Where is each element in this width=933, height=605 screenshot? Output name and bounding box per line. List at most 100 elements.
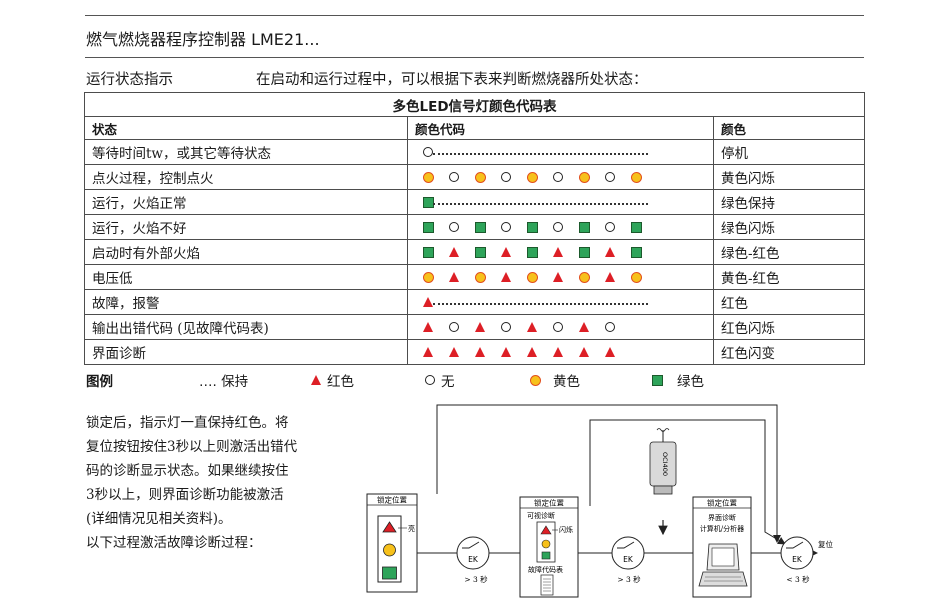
laptop-icon bbox=[698, 543, 748, 587]
off-circle-icon bbox=[501, 172, 511, 182]
svg-text:EK: EK bbox=[468, 555, 479, 564]
yellow-circle-icon bbox=[578, 271, 590, 283]
paragraph-line: 复位按钮按住3秒以上则激活出错代 bbox=[86, 439, 298, 455]
time-label-1: > 3 秒 bbox=[464, 574, 488, 584]
paragraph-line: 3秒以上，则界面诊断功能被激活 bbox=[86, 487, 284, 503]
color-cell: 黄色闪烁 bbox=[712, 164, 866, 190]
red-triangle-icon bbox=[501, 347, 511, 357]
yellow-circle-icon bbox=[630, 271, 642, 283]
table-caption: 多色LED信号灯颜色代码表 bbox=[83, 92, 866, 117]
loop-outer bbox=[436, 404, 781, 543]
hold-dots bbox=[433, 303, 648, 305]
table-row: 运行，火焰不好 绿色闪烁 bbox=[84, 214, 866, 240]
off-circle-icon bbox=[553, 172, 563, 182]
color-cell: 绿色保持 bbox=[712, 189, 866, 215]
color-cell: 红色闪变 bbox=[712, 339, 866, 365]
code-cell bbox=[407, 164, 714, 190]
legend-hold: …. 保持 bbox=[199, 374, 249, 390]
red-triangle-icon bbox=[311, 375, 321, 385]
code-cell bbox=[407, 339, 714, 365]
code-cell bbox=[407, 189, 714, 215]
red-triangle-icon bbox=[540, 525, 552, 535]
green-square-icon bbox=[578, 221, 590, 233]
red-triangle-icon bbox=[605, 347, 615, 357]
red-triangle-icon bbox=[579, 322, 589, 332]
red-triangle-icon bbox=[423, 322, 433, 332]
legend-red: 红色 bbox=[311, 371, 354, 390]
diagnosis-paragraph: 锁定后，指示灯一直保持红色。将 复位按钮按住3秒以上则激活出错代 码的诊断显示状… bbox=[86, 411, 356, 555]
red-triangle-icon bbox=[423, 347, 433, 357]
legend-yellow: 黄色 bbox=[530, 371, 580, 390]
red-triangle-icon bbox=[449, 347, 459, 357]
hold-dots bbox=[433, 153, 648, 155]
box2-title: 锁定位置 bbox=[534, 498, 564, 508]
header-code: 颜色代码 bbox=[407, 116, 714, 140]
light-label: 亮 bbox=[408, 524, 415, 533]
off-circle-icon bbox=[501, 322, 511, 332]
state-cell: 启动时有外部火焰 bbox=[84, 239, 408, 265]
color-cell: 绿色闪烁 bbox=[712, 214, 866, 240]
off-circle-icon bbox=[423, 147, 433, 157]
paragraph-line: 以下过程激活故障诊断过程： bbox=[86, 535, 262, 551]
code-cell bbox=[407, 239, 714, 265]
red-triangle-icon bbox=[475, 322, 485, 332]
red-triangle-icon bbox=[553, 347, 563, 357]
title-rule bbox=[85, 57, 864, 58]
box1-title: 锁定位置 bbox=[377, 495, 407, 505]
reset-label: 复位 bbox=[818, 539, 833, 549]
led-code-table: 多色LED信号灯颜色代码表 状态 颜色代码 颜色 等待时间tw，或其它等待状态停… bbox=[83, 92, 866, 365]
section-heading: 运行状态指示 bbox=[86, 72, 173, 88]
state-cell: 点火过程，控制点火 bbox=[84, 164, 408, 190]
green-square-icon bbox=[474, 246, 486, 258]
loop-inner bbox=[589, 419, 786, 545]
table-row: 界面诊断 红色闪变 bbox=[84, 339, 866, 365]
section-intro: 在启动和运行过程中，可以根据下表来判断燃烧器所处状态： bbox=[256, 72, 648, 88]
green-square-icon bbox=[382, 566, 397, 580]
svg-text:EK: EK bbox=[792, 555, 803, 564]
green-square-icon bbox=[422, 246, 434, 258]
legend-green: 绿色 bbox=[652, 371, 704, 390]
state-cell: 运行，火焰正常 bbox=[84, 189, 408, 215]
state-cell: 界面诊断 bbox=[84, 339, 408, 365]
green-square-icon bbox=[526, 221, 538, 233]
page-title: 燃气燃烧器程序控制器 LME21... bbox=[86, 30, 320, 49]
legend: 图例 …. 保持 红色 无 黄色 绿色 bbox=[86, 371, 866, 390]
diagnosis-flow-diagram: 锁定位置 亮 EK > 3 秒 锁定位置 可视诊断 闪烁 故障代码表 bbox=[366, 404, 833, 598]
yellow-circle-icon bbox=[578, 171, 590, 183]
green-square-icon bbox=[652, 374, 663, 386]
connector-plug-icon: OCI400 bbox=[649, 428, 677, 536]
red-triangle-icon bbox=[449, 247, 459, 257]
code-cell bbox=[407, 264, 714, 290]
yellow-circle-icon bbox=[526, 171, 538, 183]
top-rule bbox=[85, 15, 864, 16]
off-circle-icon bbox=[449, 322, 459, 332]
yellow-circle-icon bbox=[422, 271, 434, 283]
table-row: 输出出错代码 (见故障代码表)红色闪烁 bbox=[84, 314, 866, 340]
state-cell: 运行，火焰不好 bbox=[84, 214, 408, 240]
off-circle-icon bbox=[501, 222, 511, 232]
box3-subtitle-2: 计算机/分析器 bbox=[700, 524, 744, 533]
off-circle-icon bbox=[449, 172, 459, 182]
reset-button-2: EK > 3 秒 bbox=[611, 536, 645, 584]
yellow-circle-icon bbox=[383, 543, 396, 557]
lockout-box-1: 锁定位置 亮 bbox=[366, 493, 418, 593]
off-circle-icon bbox=[449, 222, 459, 232]
box2-subtitle: 可视诊断 bbox=[527, 511, 555, 520]
paragraph-line: 码的诊断显示状态。如果继续按住 bbox=[86, 463, 289, 479]
fault-table-label: 故障代码表 bbox=[528, 565, 563, 574]
green-square-icon bbox=[541, 551, 551, 560]
red-triangle-icon bbox=[605, 272, 615, 282]
off-circle-icon bbox=[605, 172, 615, 182]
green-square-icon bbox=[578, 246, 590, 258]
red-triangle-icon bbox=[501, 272, 511, 282]
time-label-2: > 3 秒 bbox=[617, 574, 641, 584]
red-triangle-icon bbox=[527, 322, 537, 332]
green-square-icon bbox=[630, 246, 642, 258]
color-cell: 红色闪烁 bbox=[712, 314, 866, 340]
green-square-icon bbox=[526, 246, 538, 258]
paragraph-line: 锁定后，指示灯一直保持红色。将 bbox=[86, 415, 289, 431]
state-cell: 等待时间tw，或其它等待状态 bbox=[84, 139, 408, 165]
legend-off: 无 bbox=[425, 371, 455, 390]
header-state: 状态 bbox=[84, 116, 408, 140]
red-triangle-icon bbox=[501, 247, 511, 257]
